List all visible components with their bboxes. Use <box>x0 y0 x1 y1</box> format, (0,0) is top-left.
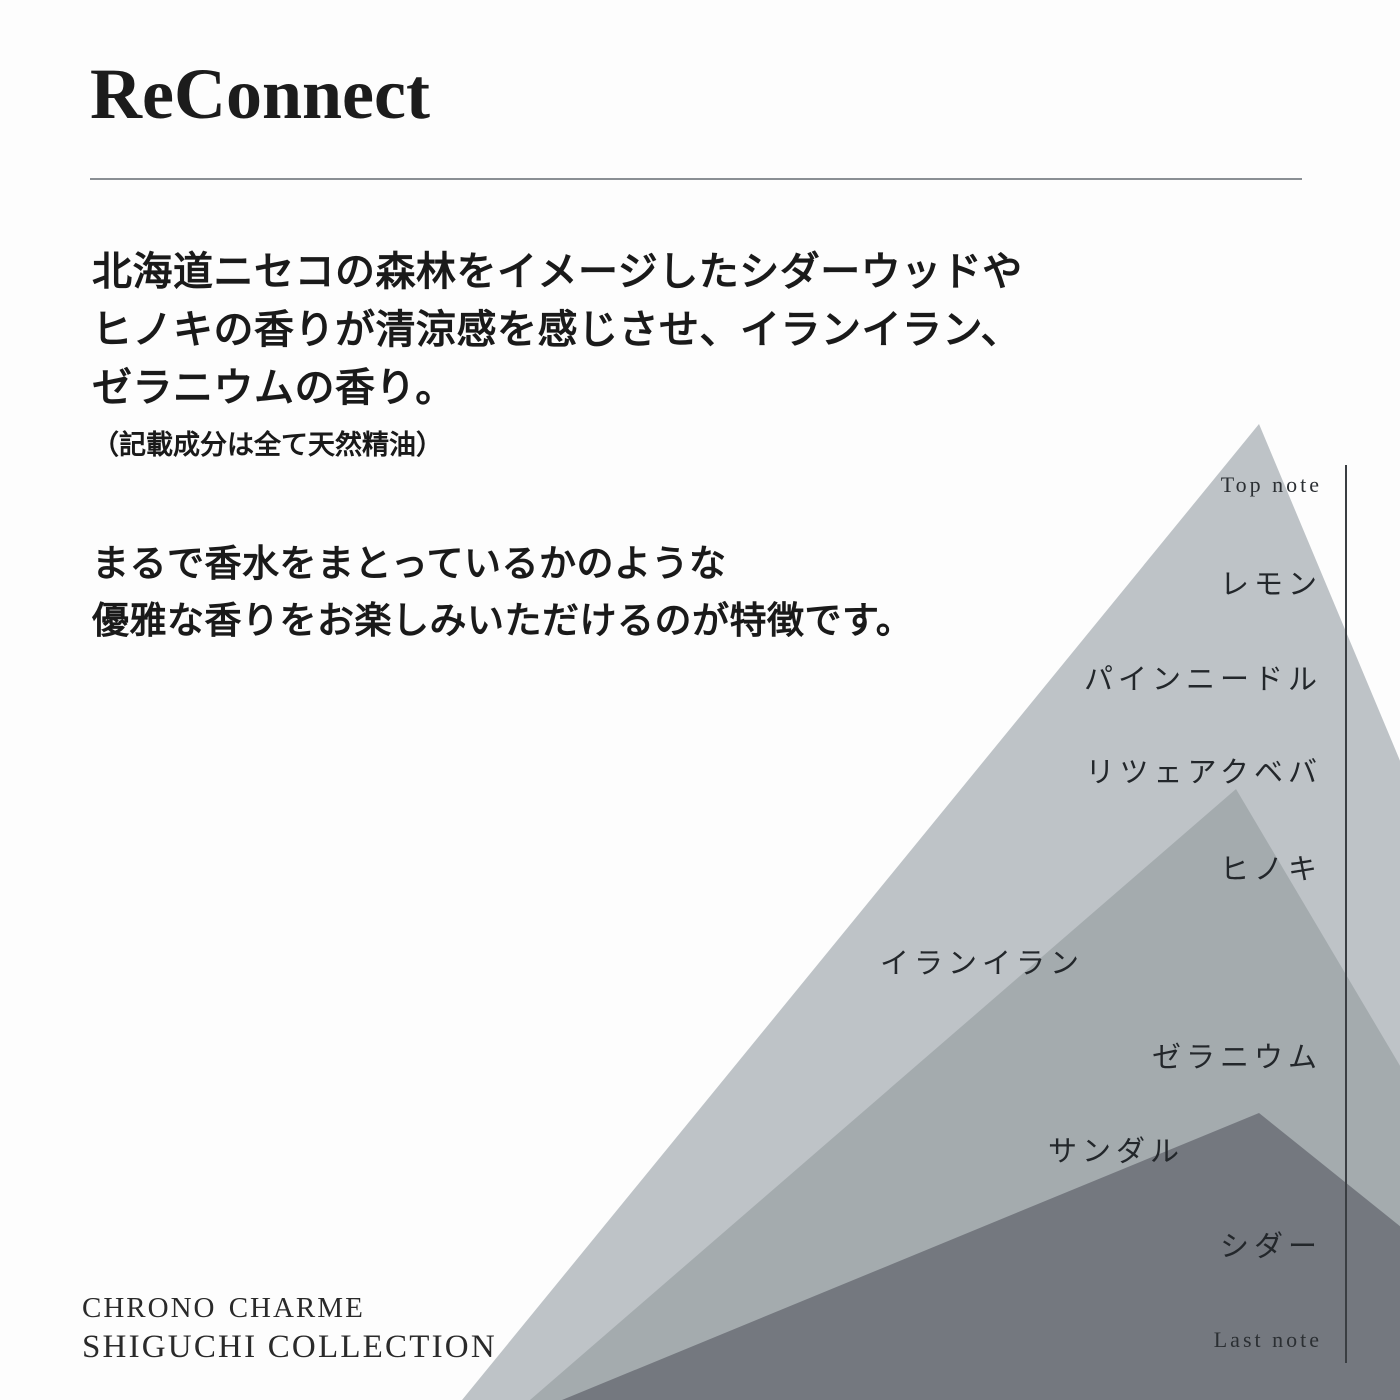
brand-sub-name: SHIGUCHI COLLECTION <box>82 1329 497 1366</box>
note-axis-label: Top note <box>1220 472 1322 497</box>
note-ingredient-label: パインニードル <box>1083 664 1322 696</box>
description-paragraph-1: 北海道ニセコの森林をイメージしたシダーウッドや ヒノキの香りが清涼感を感じさせ、… <box>92 249 1023 411</box>
description-note: （記載成分は全て天然精油） <box>92 430 443 461</box>
description-paragraph-2: まるで香水をまとっているかのような 優雅な香りをお楽しみいただけるのが特徴です。 <box>92 542 914 642</box>
pyramid-base-layer <box>562 1113 1400 1400</box>
brand-logo: Chrono Charme SHIGUCHI COLLECTION <box>82 1279 497 1369</box>
note-ingredient-label: イランイラン <box>880 948 1085 980</box>
note-ingredient-label: ゼラニウム <box>1151 1042 1322 1074</box>
note-ingredient-label: リツェアクベバ <box>1085 757 1322 789</box>
note-ingredient-label: ヒノキ <box>1219 854 1322 886</box>
title-divider-rule <box>90 178 1302 180</box>
note-axis-line <box>1345 465 1347 1363</box>
note-ingredient-label: シダー <box>1219 1231 1322 1263</box>
note-ingredient-label: サンダル <box>1048 1136 1185 1168</box>
note-ingredient-label: レモン <box>1219 569 1322 601</box>
brand-name: Chrono Charme <box>82 1279 365 1326</box>
note-axis-label: Last note <box>1213 1327 1322 1352</box>
page-title: ReConnect <box>90 54 430 134</box>
